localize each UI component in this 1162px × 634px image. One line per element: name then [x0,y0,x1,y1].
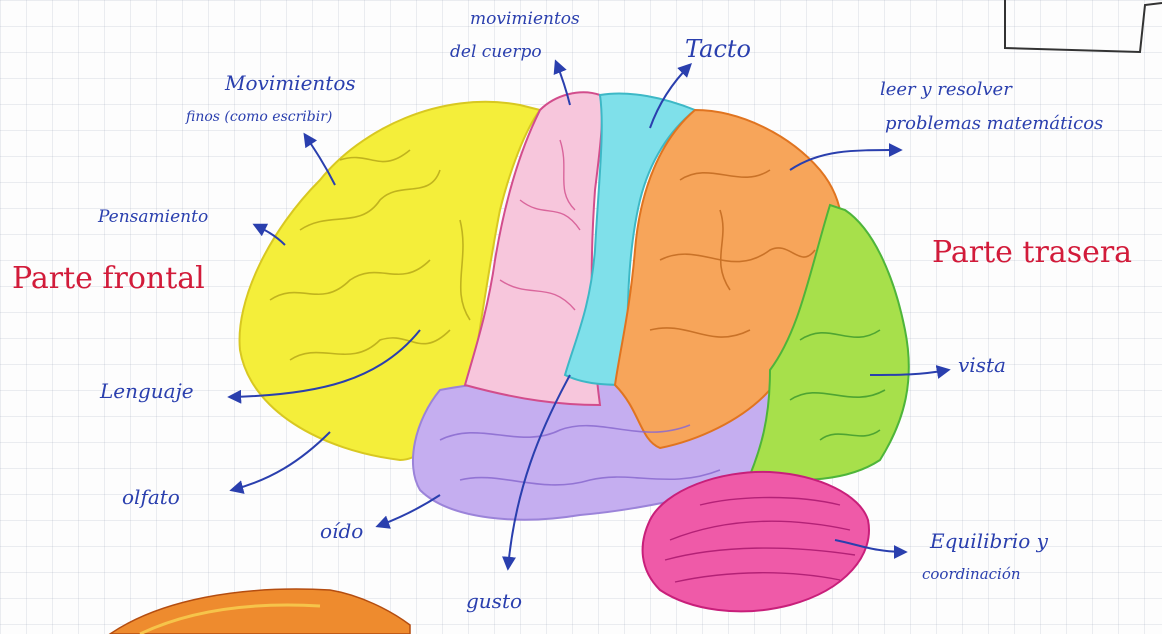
label-lenguaje: Lenguaje [100,380,194,402]
label-leer-2: problemas matemáticos [885,114,1103,134]
label-gusto: gusto [466,590,522,612]
label-oido: oído [320,520,363,542]
label-tacto: Tacto [685,36,751,62]
label-equilibrio-1: Equilibrio y [930,530,1048,552]
label-parte-trasera: Parte trasera [932,236,1132,269]
label-pensamiento: Pensamiento [98,208,208,227]
arrow-movimientos-finos [305,135,335,185]
label-movimientos-finos-2: finos (como escribir) [186,110,332,125]
label-vista: vista [958,354,1006,376]
top-right-box [1005,0,1162,52]
label-leer-1: leer y resolver [880,80,1012,100]
label-movimientos-cuerpo-1: movimientos [470,10,580,29]
label-movimientos-finos-1: Movimientos [225,72,356,94]
cerebellum [643,472,869,611]
label-parte-frontal: Parte frontal [12,262,205,295]
label-olfato: olfato [122,486,180,508]
label-movimientos-cuerpo-2: del cuerpo [450,43,542,62]
arrow-olfato [232,432,330,490]
label-equilibrio-2: coordinación [922,566,1021,583]
